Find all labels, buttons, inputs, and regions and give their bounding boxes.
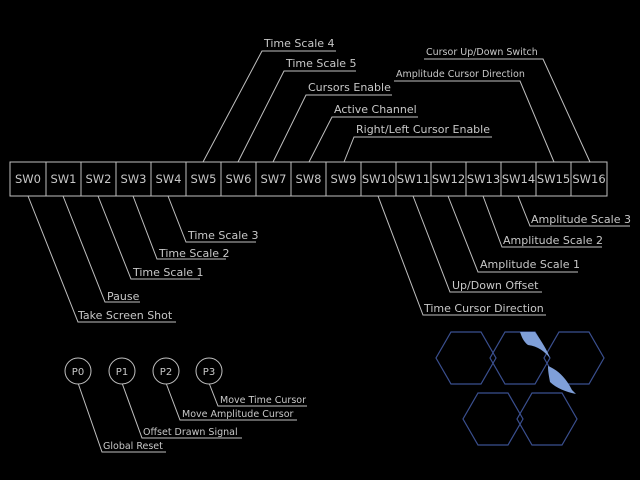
top-labels: Time Scale 4 Time Scale 5 Cursors Enable… (202, 37, 591, 163)
label-right-left-cursor-enable: Right/Left Cursor Enable (356, 123, 490, 136)
pin-p2 (152, 357, 180, 385)
switch-label-sw3: SW3 (121, 172, 147, 186)
switch-label-sw12: SW12 (432, 172, 465, 186)
leader-p2 (165, 382, 297, 421)
leader-sw7 (272, 94, 392, 163)
switch-label-sw4: SW4 (156, 172, 182, 186)
switch-cell-sw1 (45, 161, 82, 197)
label-move-amplitude-cursor: Move Amplitude Cursor (182, 409, 294, 420)
switch-label-sw5: SW5 (191, 172, 217, 186)
switch-row: SW0 SW1 SW2 SW3 SW4 SW5 SW6 SW7 SW8 SW9 … (9, 161, 608, 197)
accent-stripe-upper (520, 332, 550, 358)
switch-cell-sw6 (220, 161, 257, 197)
leader-sw5 (202, 50, 336, 163)
pin-p0 (64, 357, 92, 385)
switch-cell-sw7 (255, 161, 292, 197)
leader-sw11 (412, 195, 542, 293)
label-time-scale-1: Time Scale 1 (132, 266, 204, 279)
switch-cell-sw5 (185, 161, 222, 197)
pin-label-p1: P1 (116, 367, 128, 378)
hexagon-top-right (543, 331, 605, 385)
switch-label-sw7: SW7 (261, 172, 287, 186)
hexagon-top-left (435, 331, 497, 385)
pin-label-p2: P2 (160, 367, 172, 378)
switch-label-sw1: SW1 (51, 172, 77, 186)
switch-label-sw8: SW8 (296, 172, 322, 186)
label-take-screen-shot: Take Screen Shot (77, 309, 173, 322)
leader-sw14 (517, 195, 630, 227)
label-time-cursor-direction: Time Cursor Direction (423, 302, 544, 315)
switch-label-sw10: SW10 (362, 172, 395, 186)
label-time-scale-4: Time Scale 4 (263, 37, 335, 50)
leader-sw2 (97, 195, 200, 280)
switch-label-sw6: SW6 (226, 172, 252, 186)
label-time-scale-5: Time Scale 5 (285, 57, 357, 70)
leader-sw6 (237, 70, 356, 163)
hexagon-top-middle (489, 331, 551, 385)
pin-p1 (108, 357, 136, 385)
switch-cell-sw9 (325, 161, 362, 197)
switch-label-sw11: SW11 (397, 172, 430, 186)
leader-sw12 (447, 195, 578, 273)
accent-stripe-lower (548, 366, 576, 394)
switch-cell-sw8 (290, 161, 327, 197)
leader-sw13 (482, 195, 602, 248)
label-cursor-up-down-switch: Cursor Up/Down Switch (426, 47, 538, 58)
switch-cell-sw11 (395, 161, 432, 197)
label-offset-drawn-signal: Offset Drawn Signal (143, 427, 238, 438)
leader-sw8 (308, 116, 418, 163)
switch-label-sw13: SW13 (467, 172, 500, 186)
hexagon-cluster-logo (435, 331, 605, 446)
switch-label-sw9: SW9 (331, 172, 357, 186)
switch-label-sw0: SW0 (15, 172, 41, 186)
bottom-labels: Take Screen Shot Pause Time Scale 1 Time… (27, 195, 631, 323)
label-time-scale-2: Time Scale 2 (158, 247, 230, 260)
switch-cell-sw13 (465, 161, 502, 197)
leader-sw15 (394, 80, 555, 163)
label-cursors-enable: Cursors Enable (308, 81, 391, 94)
leader-p0 (77, 382, 166, 453)
label-amplitude-scale-2: Amplitude Scale 2 (503, 234, 603, 247)
label-amplitude-scale-1: Amplitude Scale 1 (480, 258, 580, 271)
label-amplitude-scale-3: Amplitude Scale 3 (531, 213, 631, 226)
label-time-scale-3: Time Scale 3 (187, 229, 259, 242)
switch-cell-sw0 (9, 161, 47, 197)
label-global-reset: Global Reset (103, 441, 163, 452)
leader-sw9 (343, 136, 492, 163)
leader-sw1 (62, 195, 140, 303)
leader-sw16 (424, 58, 591, 163)
switch-label-sw14: SW14 (502, 172, 535, 186)
leader-sw0 (27, 195, 176, 323)
label-amplitude-cursor-direction: Amplitude Cursor Direction (396, 69, 525, 80)
label-up-down-offset: Up/Down Offset (452, 279, 539, 292)
leader-p1 (121, 382, 242, 439)
switch-cell-sw15 (535, 161, 572, 197)
switch-label-sw15: SW15 (537, 172, 570, 186)
hexagon-bottom-left (462, 392, 524, 446)
label-active-channel: Active Channel (334, 103, 417, 116)
switch-label-sw16: SW16 (572, 172, 605, 186)
switch-label-sw2: SW2 (86, 172, 112, 186)
pin-label-p0: P0 (72, 367, 84, 378)
leader-sw3 (132, 195, 226, 260)
pin-p3 (195, 357, 223, 385)
leader-sw10 (377, 195, 546, 316)
label-move-time-cursor: Move Time Cursor (220, 395, 306, 406)
leader-p3 (208, 382, 307, 407)
leader-sw4 (167, 195, 256, 243)
pin-row: Global Reset Offset Drawn Signal Move Am… (64, 357, 307, 453)
label-pause: Pause (107, 290, 140, 303)
hexagon-bottom-right (516, 392, 578, 446)
pin-label-p3: P3 (203, 367, 215, 378)
switch-cell-sw16 (570, 161, 608, 197)
